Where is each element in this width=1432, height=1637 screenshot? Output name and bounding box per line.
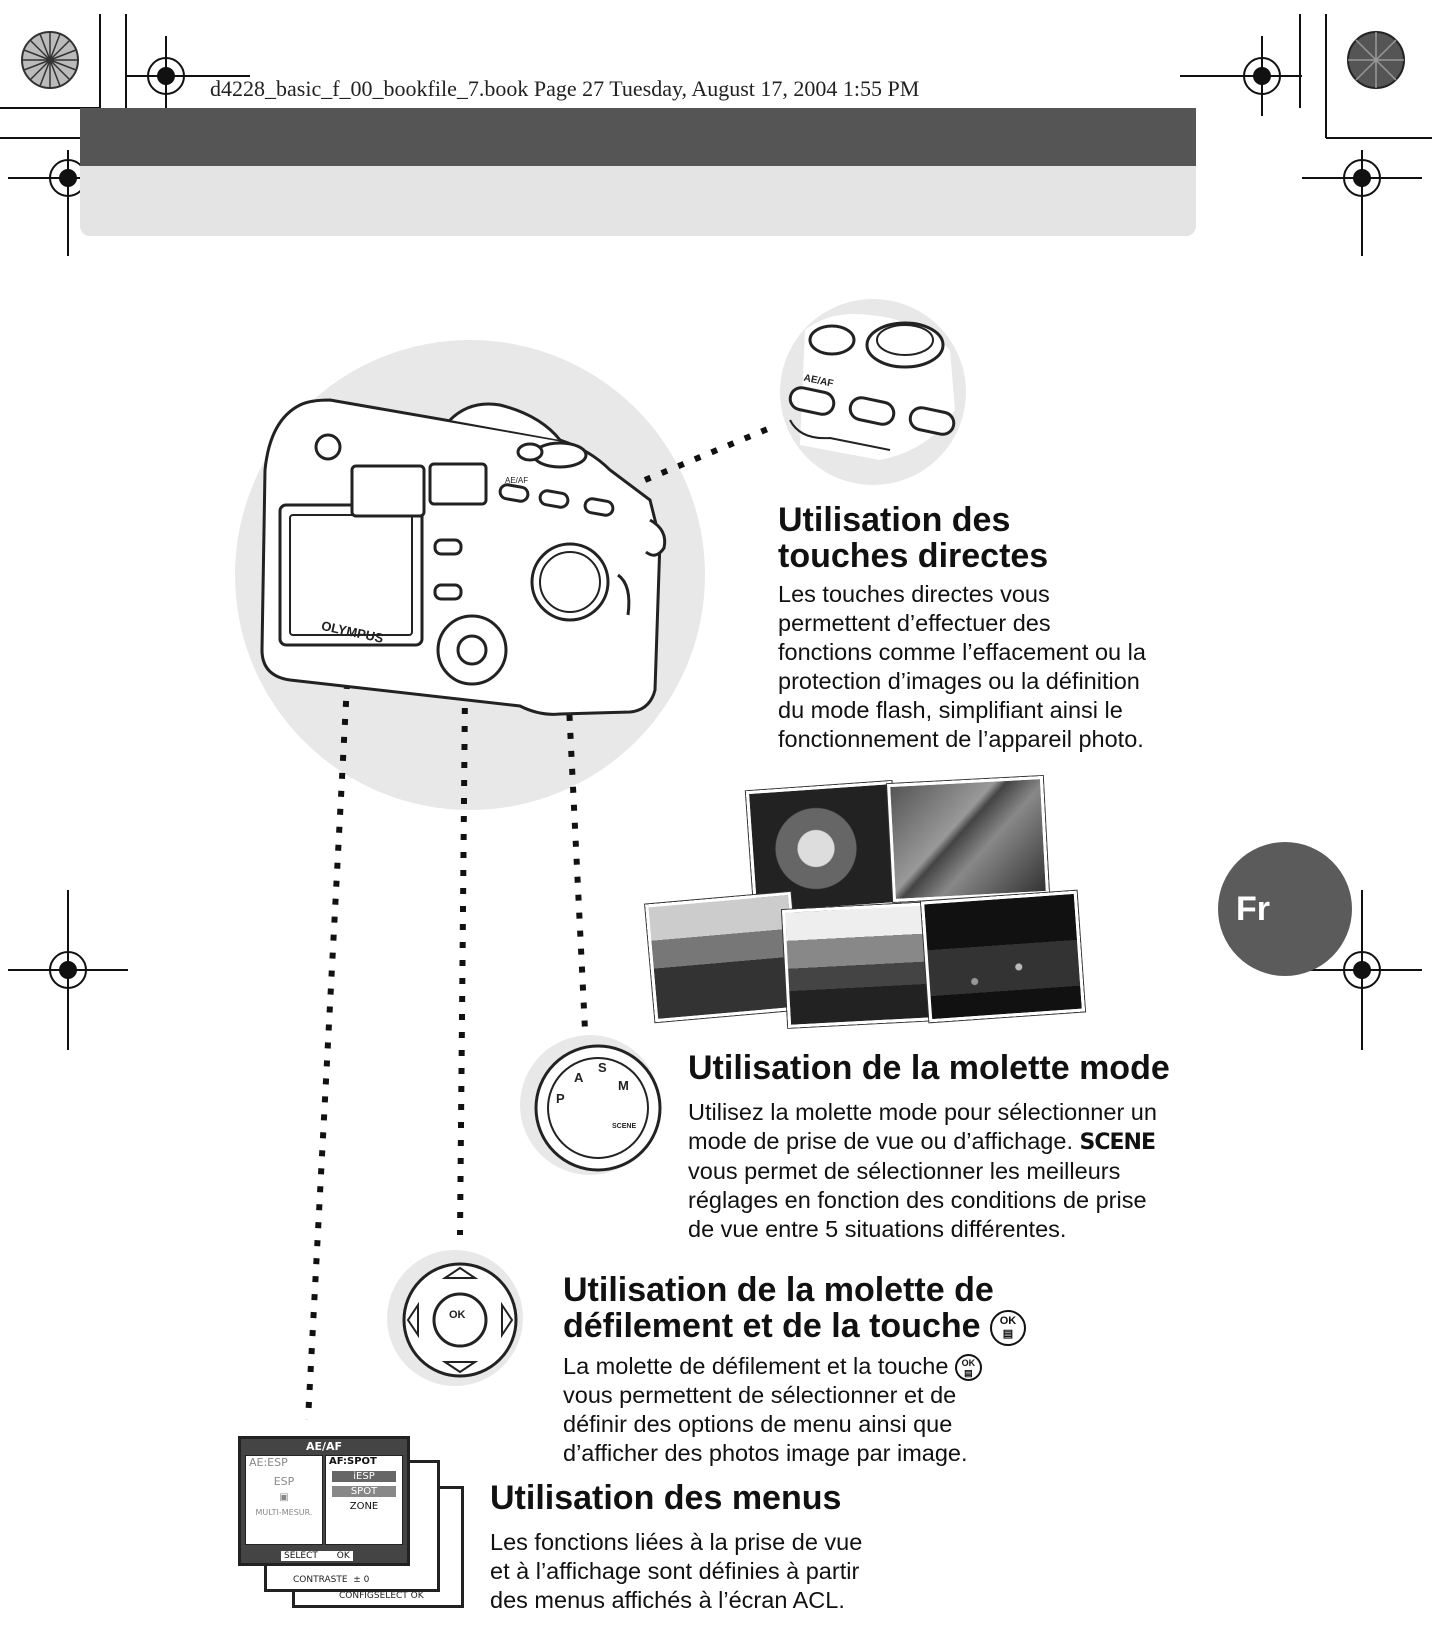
photo-branches xyxy=(887,775,1049,903)
star-target-right xyxy=(1347,31,1405,89)
svg-text:P: P xyxy=(556,1091,565,1106)
ok-button-icon: OK▤ xyxy=(954,1354,982,1382)
svg-text:A: A xyxy=(574,1070,584,1085)
section-direct-buttons: Utilisation des touches directes Les tou… xyxy=(778,502,1198,754)
section-body-mode-dial: Utilisez la molette mode pour sélectionn… xyxy=(688,1099,1157,1242)
section-title-direct-buttons: Utilisation des touches directes xyxy=(778,501,1049,575)
photo-lake-landscape xyxy=(782,902,939,1028)
section-title-arrow-pad: Utilisation de la molette de défilement … xyxy=(563,1272,1083,1347)
section-arrow-pad: Utilisation de la molette de défilement … xyxy=(563,1272,1083,1468)
svg-text:M: M xyxy=(618,1078,629,1093)
lcd-menu-front: AE/AF AE:ESP ESP ▣ MULTI-MESUR. AF:SPOT … xyxy=(238,1436,410,1566)
star-target-left xyxy=(21,31,79,89)
print-header: d4228_basic_f_00_bookfile_7.book Page 27… xyxy=(210,76,920,101)
ok-button-icon: OK▤ xyxy=(989,1310,1026,1347)
section-body-menus: Les fonctions liées à la prise de vue et… xyxy=(490,1529,863,1613)
mode-dial-closeup: P A S M SCENE xyxy=(520,1035,662,1175)
language-tab-fr: Fr xyxy=(1218,842,1352,976)
lcd-menu-illustration: CONFIGSELECT OK CONTRASTE ± 0 AE/AF AE:E… xyxy=(238,1436,464,1618)
svg-text:SCENE: SCENE xyxy=(612,1123,636,1130)
photo-mountain-hiker xyxy=(645,891,801,1023)
section-body-arrow-pad: La molette de défilement et la touche OK… xyxy=(563,1352,1083,1468)
section-title-menus: Utilisation des menus xyxy=(490,1479,842,1517)
section-title-mode-dial: Utilisation de la molette mode xyxy=(688,1049,1170,1087)
photo-night-city xyxy=(920,890,1086,1023)
scene-mode-label: SCENE xyxy=(1079,1130,1156,1155)
scene-photo-collage xyxy=(640,775,1100,1040)
svg-text:AE/AF: AE/AF xyxy=(505,476,528,485)
header-band-dark xyxy=(80,108,1196,166)
svg-text:S: S xyxy=(598,1060,607,1075)
section-body-direct-buttons: Les touches directes vous permettent d’e… xyxy=(778,581,1146,752)
svg-text:OK: OK xyxy=(449,1309,466,1321)
header-band-light xyxy=(80,166,1196,236)
direct-buttons-closeup: AE/AF xyxy=(780,299,966,485)
section-mode-dial: Utilisation de la molette mode Utilisez … xyxy=(688,1050,1208,1244)
section-menus: Utilisation des menus Les fonctions liée… xyxy=(490,1480,970,1615)
arrow-pad-closeup: OK xyxy=(387,1250,523,1386)
